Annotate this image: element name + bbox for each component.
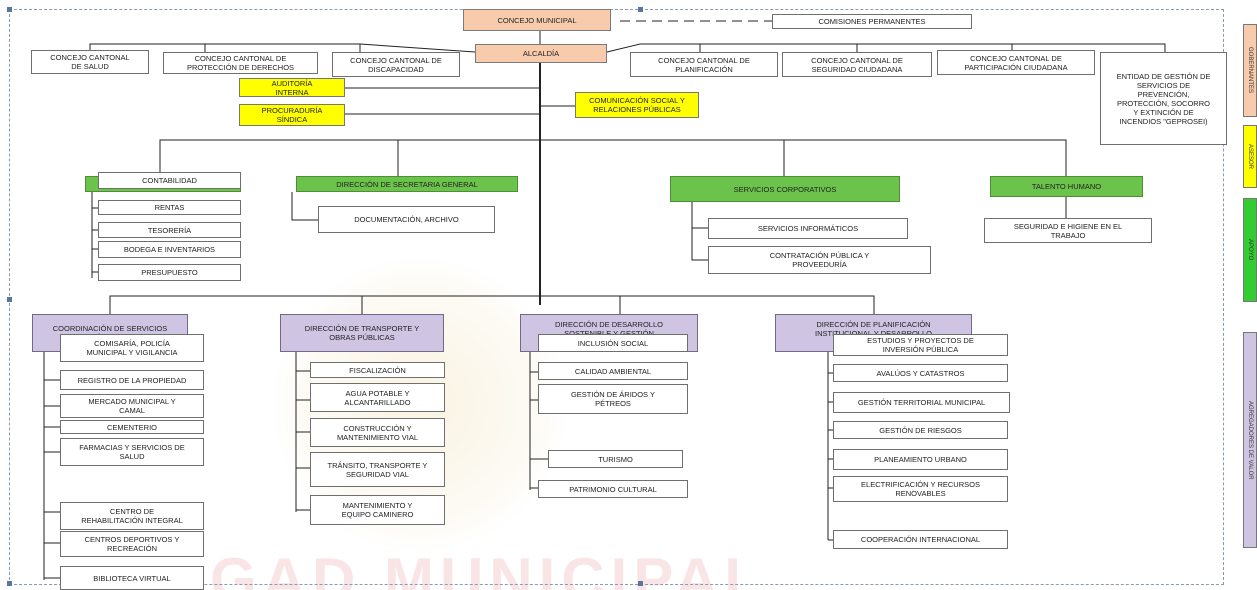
tesoreria-box: TESORERÍA: [98, 222, 241, 238]
gestion-riesgos-box: GESTIÓN DE RIESGOS: [833, 421, 1008, 439]
side-label-text: APOYO: [1247, 239, 1253, 261]
consejo-planificacion-box: CONCEJO CANTONAL DE PLANIFICACIÓN: [630, 52, 778, 77]
cementerio-box: CEMENTERIO: [60, 420, 204, 434]
resize-handle[interactable]: [638, 7, 643, 12]
documentacion-archivo-box: DOCUMENTACIÓN, ARCHIVO: [318, 206, 495, 233]
servicios-informaticos-box: SERVICIOS INFORMÁTICOS: [708, 218, 908, 239]
contratacion-publica-box: CONTRATACIÓN PÚBLICA Y PROVEEDURÍA: [708, 246, 931, 274]
auditoria-interna-box: AUDITORÍA INTERNA: [239, 78, 345, 97]
rentas-box: RENTAS: [98, 200, 241, 215]
comisiones-permanentes-box: COMISIONES PERMANENTES: [772, 14, 972, 29]
consejo-participacion-box: CONCEJO CANTONAL DE PARTICIPACIÓN CIUDAD…: [937, 50, 1095, 75]
resize-handle[interactable]: [7, 297, 12, 302]
mercado-municipal-box: MERCADO MUNICIPAL Y CAMAL: [60, 394, 204, 418]
construccion-vial-box: CONSTRUCCIÓN Y MANTENIMIENTO VIAL: [310, 418, 445, 447]
cooperacion-internacional-box: COOPERACIÓN INTERNACIONAL: [833, 530, 1008, 549]
gestion-territorial-box: GESTIÓN TERRITORIAL MUNICIPAL: [833, 392, 1010, 413]
side-label-asesor: ASESOR: [1243, 125, 1257, 188]
presupuesto-box: PRESUPUESTO: [98, 264, 241, 281]
inclusion-social-box: INCLUSIÓN SOCIAL: [538, 334, 688, 352]
centros-deportivos-box: CENTROS DEPORTIVOS Y RECREACIÓN: [60, 531, 204, 557]
side-label-gobernantes: GOBERNANTES: [1243, 24, 1257, 117]
side-label-text: GOBERNANTES: [1247, 47, 1253, 94]
resize-handle[interactable]: [7, 7, 12, 12]
consejo-discapacidad-box: CONCEJO CANTONAL DE DISCAPACIDAD: [332, 52, 460, 77]
electrificacion-box: ELECTRIFICACIÓN Y RECURSOS RENOVABLES: [833, 476, 1008, 502]
resize-handle[interactable]: [638, 581, 643, 586]
consejo-proteccion-derechos-box: CONCEJO CANTONAL DE PROTECCIÓN DE DERECH…: [163, 52, 318, 74]
fiscalizacion-box: FISCALIZACIÓN: [310, 362, 445, 378]
consejo-seguridad-box: CONCEJO CANTONAL DE SEGURIDAD CIUDADANA: [782, 52, 932, 77]
calidad-ambiental-box: CALIDAD AMBIENTAL: [538, 362, 688, 380]
turismo-box: TURISMO: [548, 450, 683, 468]
avaluos-catastros-box: AVALÚOS Y CATASTROS: [833, 364, 1008, 382]
centro-rehabilitacion-box: CENTRO DE REHABILITACIÓN INTEGRAL: [60, 502, 204, 530]
transporte-obras-box: DIRECCIÓN DE TRANSPORTE Y OBRAS PÚBLICAS: [280, 314, 444, 352]
mantenimiento-equipo-box: MANTENIMIENTO Y EQUIPO CAMINERO: [310, 495, 445, 525]
watermark-text: GAD MUNICIPAL: [210, 546, 767, 590]
seguridad-higiene-box: SEGURIDAD E HIGIENE EN EL TRABAJO: [984, 218, 1152, 243]
comisaria-box: COMISARÍA, POLICÍA MUNICIPAL Y VIGILANCI…: [60, 334, 204, 362]
resize-handle[interactable]: [7, 581, 12, 586]
patrimonio-cultural-box: PATRIMONIO CULTURAL: [538, 480, 688, 498]
side-label-agregadores: AGREGADORES DE VALOR: [1243, 332, 1257, 548]
geprosei-box: ENTIDAD DE GESTIÓN DE SERVICIOS DE PREVE…: [1100, 52, 1227, 145]
agua-potable-box: AGUA POTABLE Y ALCANTARILLADO: [310, 383, 445, 412]
secretaria-general-box: DIRECCIÓN DE SECRETARIA GENERAL: [296, 176, 518, 192]
gestion-aridos-box: GESTIÓN DE ÁRIDOS Y PÉTREOS: [538, 384, 688, 414]
bodega-inventarios-box: BODEGA E INVENTARIOS: [98, 241, 241, 258]
side-label-text: ASESOR: [1247, 143, 1253, 169]
planeamiento-urbano-box: PLANEAMIENTO URBANO: [833, 449, 1008, 470]
side-label-text: AGREGADORES DE VALOR: [1247, 400, 1253, 480]
estudios-proyectos-box: ESTUDIOS Y PROYECTOS DE INVERSIÓN PÚBLIC…: [833, 334, 1008, 356]
concejo-municipal-box: CONCEJO MUNICIPAL: [463, 9, 611, 31]
consejo-salud-box: CONCEJO CANTONAL DE SALUD: [31, 50, 149, 74]
comunicacion-social-box: COMUNICACIÓN SOCIAL Y RELACIONES PÚBLICA…: [575, 92, 699, 118]
procuraduria-sindica-box: PROCURADURÍA SÍNDICA: [239, 104, 345, 126]
contabilidad-box: CONTABILIDAD: [98, 172, 241, 189]
registro-propiedad-box: REGISTRO DE LA PROPIEDAD: [60, 370, 204, 390]
transito-transporte-box: TRÁNSITO, TRANSPORTE Y SEGURIDAD VIAL: [310, 452, 445, 487]
biblioteca-virtual-box: BIBLIOTECA VIRTUAL: [60, 566, 204, 590]
side-label-apoyo: APOYO: [1243, 198, 1257, 302]
alcaldia-box: ALCALDÍA: [475, 44, 607, 63]
farmacias-box: FARMACIAS Y SERVICIOS DE SALUD: [60, 438, 204, 466]
talento-humano-box: TALENTO HUMANO: [990, 176, 1143, 197]
servicios-corporativos-box: SERVICIOS CORPORATIVOS: [670, 176, 900, 202]
